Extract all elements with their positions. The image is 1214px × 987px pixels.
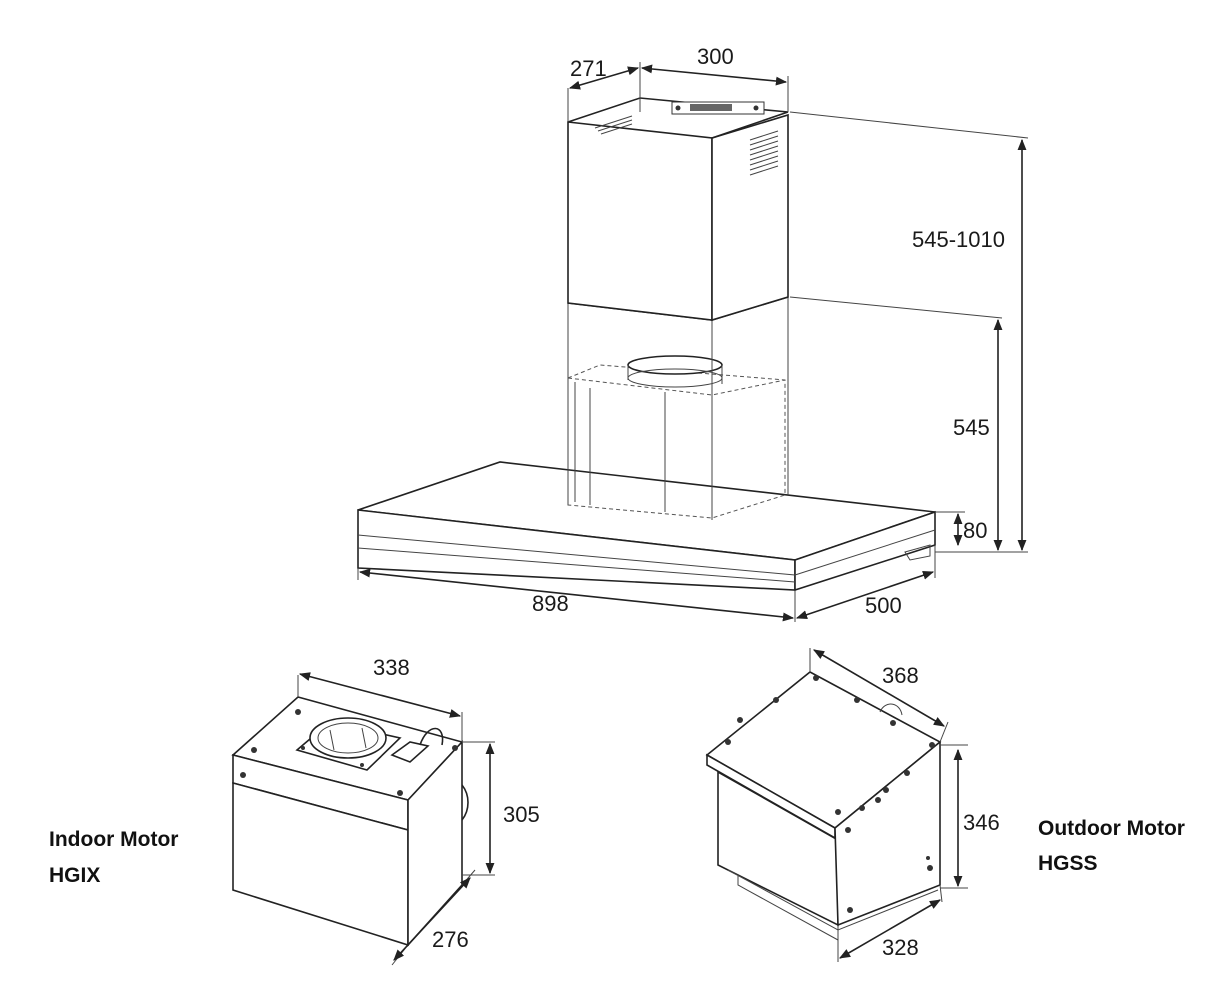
dim-chimney-depth: 271 — [570, 56, 607, 81]
dim-canopy-width: 898 — [532, 591, 569, 616]
dim-canopy-depth: 500 — [865, 593, 902, 618]
indoor-motor-label: Indoor Motor — [49, 828, 178, 851]
dim-total-height: 545-1010 — [912, 227, 1005, 252]
outdoor-motor-drawing — [705, 648, 968, 962]
dim-canopy-thickness: 80 — [963, 518, 987, 543]
dim-outdoor-depth: 328 — [882, 935, 919, 960]
dim-indoor-width: 338 — [373, 655, 410, 680]
dim-indoor-height: 305 — [503, 802, 540, 827]
dim-indoor-depth: 276 — [432, 927, 469, 952]
outdoor-motor-label: Outdoor Motor — [1038, 817, 1185, 840]
vent-slots-icon — [594, 115, 779, 176]
range-hood-drawing: 271 300 545-1010 545 80 898 500 — [357, 44, 1029, 622]
hood-upper-chimney — [567, 97, 789, 322]
dim-outdoor-height: 346 — [963, 810, 1000, 835]
indoor-motor-drawing — [231, 672, 495, 966]
outdoor-motor-model: HGSS — [1038, 852, 1098, 875]
dim-outdoor-width: 368 — [882, 663, 919, 688]
hood-dimension-lines — [357, 62, 1029, 622]
dim-lower-height: 545 — [953, 415, 990, 440]
indoor-motor-model: HGIX — [49, 864, 100, 887]
dim-chimney-width: 300 — [697, 44, 734, 69]
hood-canopy — [357, 461, 936, 592]
control-strip-icon — [671, 101, 765, 115]
